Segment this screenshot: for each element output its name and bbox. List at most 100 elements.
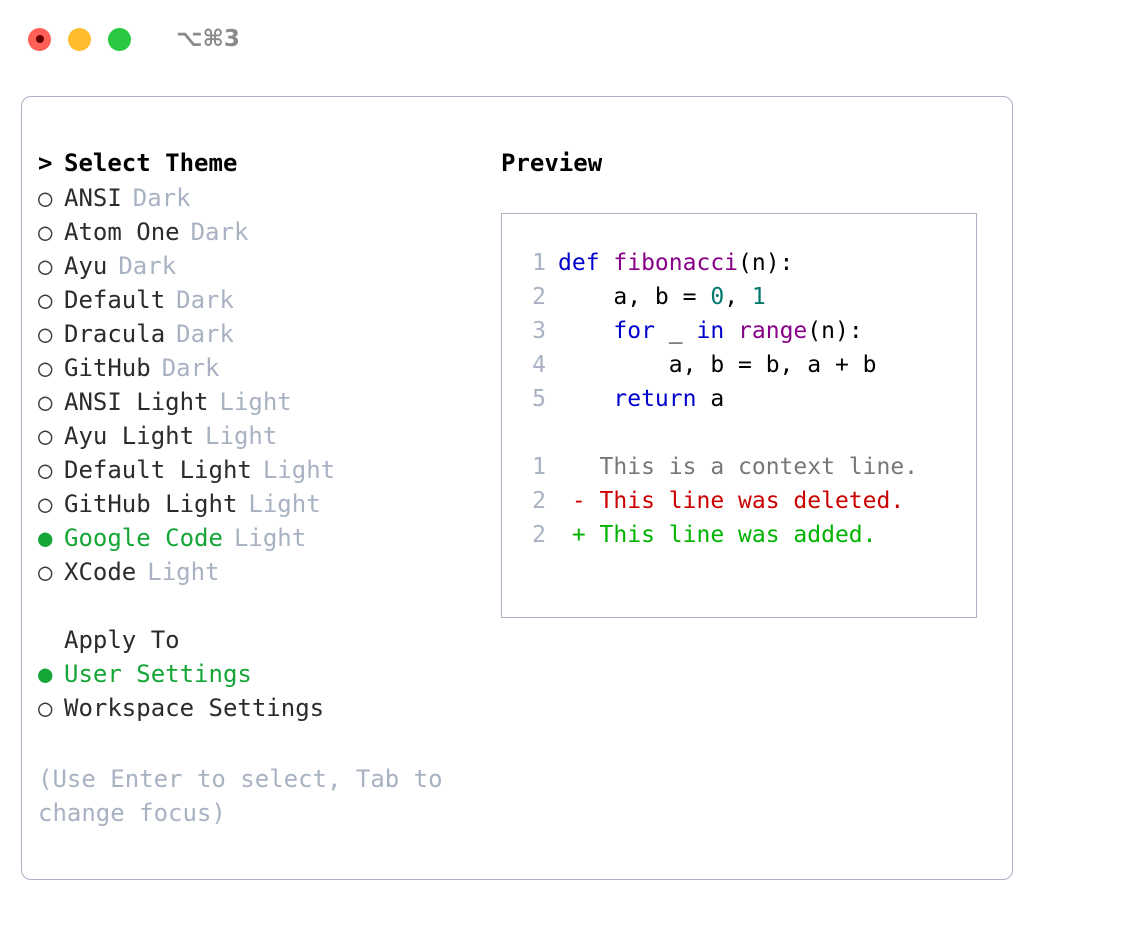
- radio-unselected-icon[interactable]: ○: [38, 388, 53, 416]
- theme-name: ANSI: [64, 184, 122, 212]
- radio-unselected-icon[interactable]: ○: [38, 558, 53, 586]
- code-token-fn: range: [738, 318, 808, 344]
- theme-name: Atom One: [64, 218, 180, 246]
- theme-variant-badge: Dark: [176, 286, 234, 314]
- theme-list-item[interactable]: ○ GitHub Light Light: [38, 490, 508, 524]
- theme-name: Default: [64, 286, 166, 314]
- diff-text-del: - This line was deleted.: [558, 488, 905, 514]
- diff-line: 2 + This line was added.: [520, 522, 976, 556]
- code-line: 5 return a: [520, 386, 976, 420]
- hint-line-1: (Use Enter to select, Tab to: [38, 765, 443, 793]
- apply-to-list: ● User Settings ○ Workspace Settings: [38, 660, 508, 728]
- code-line: 4 a, b = b, a + b: [520, 352, 976, 386]
- theme-picker-header: > Select Theme: [38, 149, 508, 184]
- theme-list-item[interactable]: ○ Atom One Dark: [38, 218, 508, 252]
- diff-text-add: + This line was added.: [558, 522, 877, 548]
- theme-list-item[interactable]: ○ Ayu Light Light: [38, 422, 508, 456]
- code-text: a, b = b, a + b: [558, 352, 877, 378]
- radio-unselected-icon[interactable]: ○: [38, 218, 53, 246]
- code-token-plain: a, b = b, a + b: [558, 352, 877, 378]
- theme-name: Ayu: [64, 252, 108, 280]
- radio-unselected-icon[interactable]: ○: [38, 320, 53, 348]
- apply-to-title: Apply To: [64, 626, 180, 654]
- minimize-button[interactable]: [68, 27, 91, 51]
- apply-to-label: User Settings: [64, 660, 252, 688]
- diff-line: 1 This is a context line.: [520, 454, 976, 488]
- line-number: 1: [532, 454, 546, 480]
- radio-unselected-icon[interactable]: ○: [38, 286, 53, 314]
- theme-variant-badge: Dark: [190, 218, 249, 246]
- theme-list-item[interactable]: ○ Default Dark: [38, 286, 508, 320]
- code-token-kw: def: [558, 250, 614, 276]
- code-token-kw: in: [696, 318, 725, 344]
- theme-variant-badge: Dark: [132, 184, 191, 212]
- theme-name: Dracula: [64, 320, 166, 348]
- diff-sample: 1 This is a context line.2 - This line w…: [520, 454, 976, 556]
- theme-picker-title: Select Theme: [64, 149, 238, 177]
- window-controls: [28, 27, 131, 51]
- title-bar: ⌥⌘3: [0, 0, 1140, 78]
- line-number: 4: [532, 352, 546, 378]
- keyboard-hint: (Use Enter to select, Tab to change focu…: [38, 762, 458, 830]
- apply-to-item[interactable]: ○ Workspace Settings: [38, 694, 508, 728]
- radio-unselected-icon[interactable]: ○: [38, 184, 53, 212]
- radio-selected-icon[interactable]: ●: [38, 660, 53, 688]
- line-number: 2: [532, 522, 546, 548]
- code-token-plain: ,: [724, 284, 752, 310]
- code-token-plain: [558, 318, 613, 344]
- code-token-plain: (n):: [807, 318, 863, 344]
- theme-list-item[interactable]: ○ Dracula Dark: [38, 320, 508, 354]
- section-spacer: [38, 592, 508, 626]
- radio-unselected-icon[interactable]: ○: [38, 694, 53, 722]
- code-token-kw: return: [613, 386, 697, 412]
- radio-unselected-icon[interactable]: ○: [38, 422, 53, 450]
- maximize-button[interactable]: [108, 27, 131, 51]
- theme-variant-badge: Light: [219, 388, 292, 416]
- prompt-caret-icon: >: [38, 149, 53, 177]
- theme-name: GitHub Light: [64, 490, 238, 518]
- theme-variant-badge: Light: [248, 490, 321, 518]
- radio-unselected-icon[interactable]: ○: [38, 252, 53, 280]
- radio-selected-icon[interactable]: ●: [38, 524, 53, 552]
- diff-line: 2 - This line was deleted.: [520, 488, 976, 522]
- line-number: 2: [532, 488, 546, 514]
- theme-list-item[interactable]: ○ ANSI Dark: [38, 184, 508, 218]
- code-token-num: 0: [710, 284, 725, 310]
- close-button[interactable]: [28, 27, 51, 51]
- code-token-kw: for: [613, 318, 655, 344]
- line-number: 2: [532, 284, 546, 310]
- theme-name: Ayu Light: [64, 422, 195, 450]
- apply-to-spacer-icon: ○: [38, 626, 64, 654]
- apply-to-item[interactable]: ● User Settings: [38, 660, 508, 694]
- radio-unselected-icon[interactable]: ○: [38, 490, 53, 518]
- theme-variant-badge: Light: [233, 524, 307, 552]
- radio-unselected-icon[interactable]: ○: [38, 456, 53, 484]
- radio-unselected-icon[interactable]: ○: [38, 354, 53, 382]
- code-line: 2 a, b = 0, 1: [520, 284, 976, 318]
- code-token-plain: _: [654, 318, 697, 344]
- diff-text-ctx: This is a context line.: [558, 454, 919, 480]
- close-icon: [35, 35, 44, 43]
- code-token-plain: [558, 386, 613, 412]
- code-token-fn: fibonacci: [613, 250, 739, 276]
- line-number: 3: [532, 318, 546, 344]
- code-text: a, b = 0, 1: [558, 284, 765, 310]
- theme-variant-badge: Light: [205, 422, 278, 450]
- theme-name: GitHub: [64, 354, 151, 382]
- apply-to-label: Workspace Settings: [64, 694, 325, 722]
- code-token-plain: a, b =: [558, 284, 711, 310]
- theme-variant-badge: Dark: [176, 320, 234, 348]
- code-text: def fibonacci(n):: [558, 250, 793, 276]
- code-text: for _ in range(n):: [558, 318, 863, 344]
